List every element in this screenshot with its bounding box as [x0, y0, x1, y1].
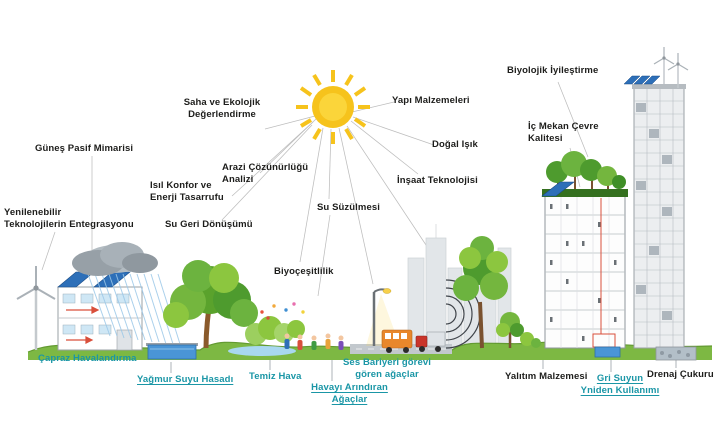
- label-yapi-malzemeleri: Yapı Malzemeleri: [392, 95, 470, 106]
- label-yagmur-suyu-hasadi: Yağmur Suyu Hasadı: [137, 374, 234, 385]
- label-temiz-hava: Temiz Hava: [249, 371, 302, 382]
- label-capraz-havalandirma: Çapraz Havalandırma: [38, 353, 137, 364]
- label-insaat-teknolojisi: İnşaat Teknolojisi: [397, 175, 478, 186]
- label-saha-ve-ekolojik-degerlendirme: Saha ve Ekolojik Değerlendirme: [183, 97, 261, 121]
- rain-cloud-icon: [72, 242, 181, 345]
- label-biyolojik-iyilestirme: Biyolojik İyileştirme: [507, 65, 599, 76]
- drainage-pit: [655, 346, 697, 361]
- label-dogal-isik: Doğal Işık: [432, 139, 478, 150]
- cross-ventilation-arrows-icon: [66, 306, 100, 344]
- roof-garden-trees-icon: [546, 151, 626, 189]
- butterflies-icon: [260, 302, 305, 320]
- high-rise-building: [623, 47, 689, 349]
- label-ses-bariyeri-agaclar: Ses Bariyeri görevi gören ağaçlar: [343, 357, 431, 381]
- pond: [228, 346, 296, 356]
- label-arazi-cozunurlugu-analizi: Arazi Çözünürlüğü Analizi: [222, 162, 309, 186]
- label-yenilenebilir-entegrasyonu: Yenilenebilir Teknolojilerin Entegrasyon…: [4, 207, 134, 231]
- rooftop-solar-panels-icon: [623, 75, 661, 85]
- sun-icon: [296, 70, 370, 144]
- greywater-tank: [594, 346, 621, 358]
- label-isil-konfor-enerji-tasarrufu: Isıl Konfor ve Enerji Tasarrufu: [150, 180, 224, 204]
- rainwater-tank: [146, 343, 198, 360]
- dark-windows: [636, 103, 672, 320]
- road: [350, 344, 452, 354]
- barrier-trees-icon: [453, 236, 541, 349]
- truck-icon: [415, 331, 446, 352]
- label-ic-mekan-cevre-kalitesi: İç Mekan Çevre Kalitesi: [528, 121, 599, 145]
- label-gri-suyun-kullanimi: Gri Suyun Yniden Kullanımı: [580, 373, 660, 397]
- rain-lines: [87, 273, 181, 345]
- label-biyocesitlilik: Biyoçeşitlilik: [274, 266, 334, 277]
- passive-solar-house: [57, 271, 143, 351]
- label-su-geri-donusumu: Su Geri Dönüşümü: [165, 219, 253, 230]
- rooftop-wind-turbines-icon: [653, 47, 689, 88]
- large-tree-icon: [163, 260, 258, 349]
- green-roof: [542, 189, 628, 197]
- people-icons: [284, 333, 344, 350]
- bus-icon: [381, 329, 413, 353]
- label-yalitim-malzemesi: Yalıtım Malzemesi: [505, 371, 588, 382]
- label-su-suzulmesi: Su Süzülmesi: [317, 202, 380, 213]
- biodiversity-bushes: [245, 302, 305, 345]
- door: [116, 329, 133, 351]
- mid-rise-building: [541, 151, 628, 349]
- label-gunes-pasif-mimarisi: Güneş Pasif Mimarisi: [35, 143, 134, 154]
- window-marks: [550, 204, 617, 341]
- label-havayi-arindiran-agaclar: Havayı Arındıran Ağaçlar: [311, 382, 388, 406]
- label-drenaj-cukuru: Drenaj Çukuru: [647, 369, 714, 380]
- wind-turbine-icon: [16, 266, 56, 350]
- roof-solar-panel-icon: [541, 181, 575, 197]
